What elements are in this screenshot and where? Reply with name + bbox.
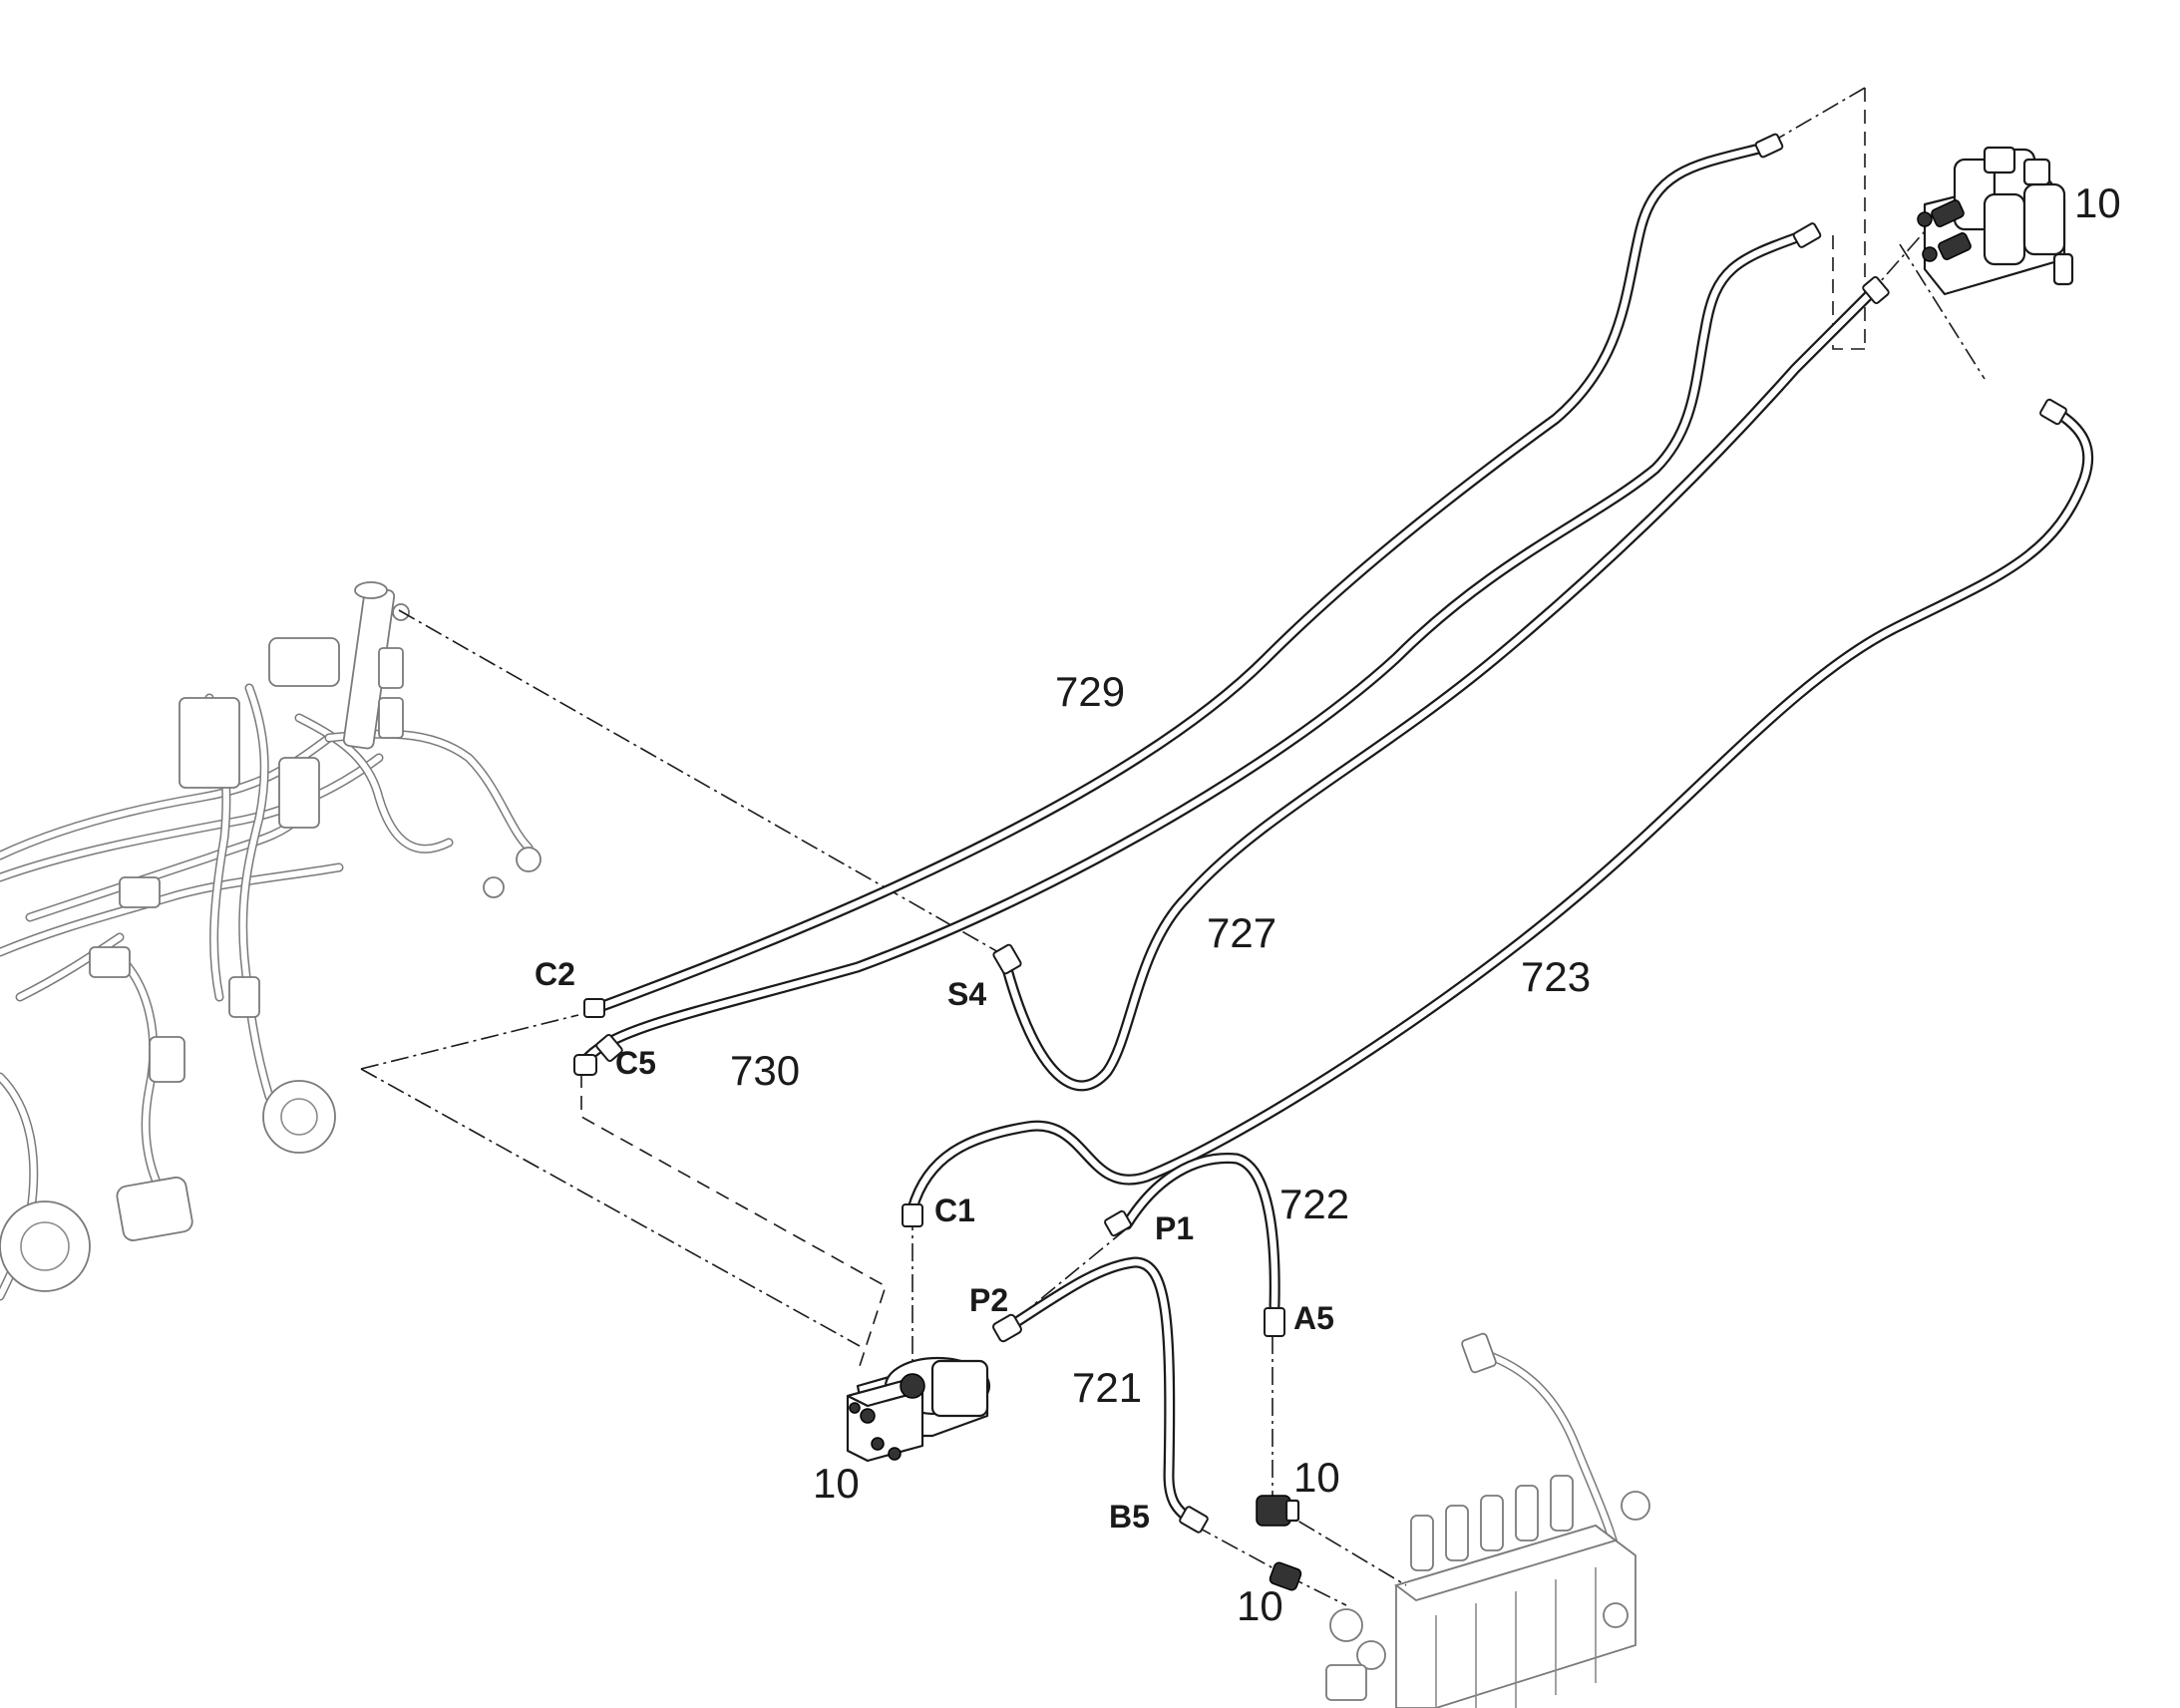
label-port-b5: B5	[1109, 1499, 1150, 1535]
label-hose-721: 721	[1072, 1364, 1142, 1411]
label-item-valve-block-top: 10	[2074, 179, 2121, 226]
ghost-control-valve-bank	[1325, 1332, 1650, 1708]
adapter-b5	[1269, 1561, 1302, 1591]
label-port-c5: C5	[615, 1045, 656, 1081]
label-port-s4: S4	[947, 976, 986, 1012]
label-hose-729: 729	[1055, 668, 1125, 715]
label-port-p1: P1	[1155, 1210, 1194, 1246]
hose-fittings	[573, 133, 2067, 1534]
label-port-c2: C2	[535, 956, 575, 992]
hose-722	[1121, 1153, 1280, 1312]
label-hose-730: 730	[730, 1047, 800, 1094]
hose-727	[1001, 283, 1881, 1092]
hose-730	[582, 229, 1809, 1063]
label-port-c1: C1	[934, 1193, 975, 1228]
label-item-divider-valve: 10	[813, 1460, 860, 1507]
label-item-adapter-b5: 10	[1237, 1582, 1283, 1629]
label-hose-722: 722	[1279, 1181, 1349, 1227]
hose-723	[907, 405, 2094, 1214]
ghost-chassis-assembly	[0, 581, 542, 1301]
label-port-p2: P2	[969, 1282, 1008, 1318]
label-hose-727: 727	[1207, 909, 1276, 956]
label-port-a5: A5	[1293, 1300, 1334, 1336]
adapter-a5	[1256, 1495, 1300, 1527]
divider-valve	[846, 1356, 991, 1463]
hose-729	[588, 142, 1769, 1015]
label-item-adapter-a5: 10	[1293, 1454, 1340, 1501]
valve-block-top	[1917, 146, 2074, 296]
hose-721	[1001, 1256, 1198, 1527]
label-hose-723: 723	[1521, 953, 1591, 1000]
